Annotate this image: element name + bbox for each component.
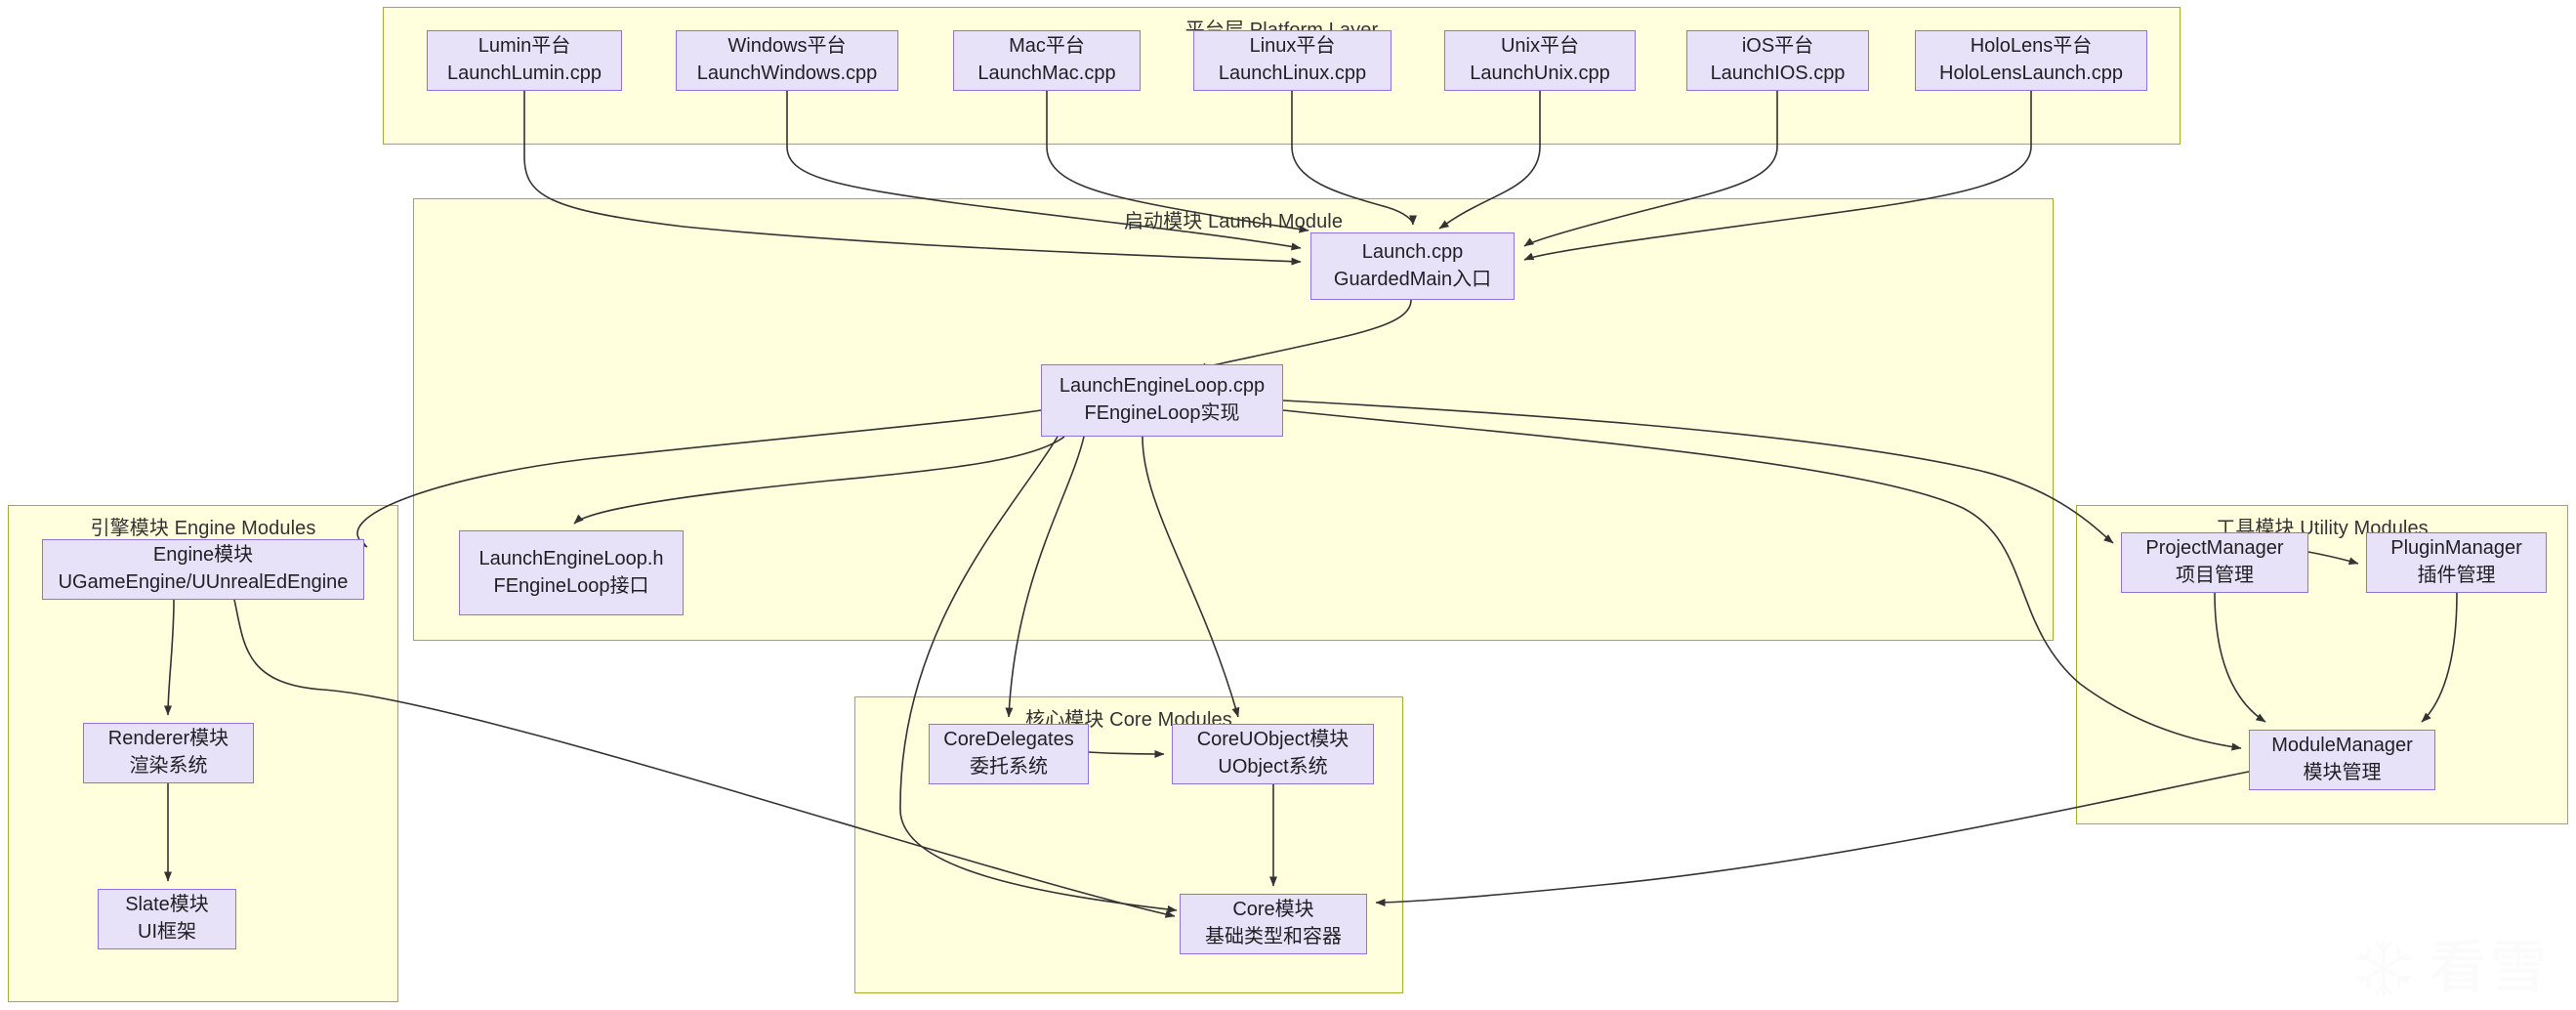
node-label-primary: Launch.cpp (1361, 240, 1464, 263)
node-mac[interactable]: Mac平台 LaunchMac.cpp (953, 30, 1141, 91)
node-label-secondary: LaunchWindows.cpp (696, 63, 878, 84)
node-label-secondary: 基础类型和容器 (1205, 926, 1342, 947)
node-lumin[interactable]: Lumin平台 LaunchLumin.cpp (427, 30, 622, 91)
node-label-primary: PluginManager (2390, 537, 2522, 560)
node-label-secondary: GuardedMain入口 (1333, 268, 1492, 290)
node-slate[interactable]: Slate模块 UI框架 (98, 889, 236, 949)
node-label-secondary: UI框架 (138, 921, 196, 943)
node-label-primary: Slate模块 (125, 894, 209, 916)
node-label-secondary: FEngineLoop接口 (493, 574, 649, 597)
cluster-title-engine: 引擎模块 Engine Modules (90, 518, 316, 539)
node-label-secondary: 插件管理 (2417, 565, 2496, 586)
node-enginemod[interactable]: Engine模块 UGameEngine/UUnrealEdEngine (42, 539, 364, 600)
watermark: 看雪 (2351, 936, 2551, 1000)
cluster-title-launch: 启动模块 Launch Module (1123, 211, 1344, 232)
node-windows[interactable]: Windows平台 LaunchWindows.cpp (676, 30, 898, 91)
node-hololens[interactable]: HoloLens平台 HoloLensLaunch.cpp (1915, 30, 2147, 91)
node-unix[interactable]: Unix平台 LaunchUnix.cpp (1444, 30, 1636, 91)
node-label-primary: Renderer模块 (107, 728, 229, 750)
node-label-secondary: LaunchIOS.cpp (1710, 63, 1846, 84)
node-renderer[interactable]: Renderer模块渲染系统 (83, 723, 254, 783)
node-label-primary: Lumin平台 (478, 35, 571, 58)
node-label-secondary: 渲染系统 (129, 755, 208, 777)
node-coremod[interactable]: Core模块基础类型和容器 (1180, 894, 1367, 954)
node-label-primary: Core模块 (1232, 899, 1314, 921)
node-label-secondary: 项目管理 (2176, 565, 2254, 586)
node-label-primary: CoreDelegates (943, 729, 1074, 751)
node-pluginmanager[interactable]: PluginManager 插件管理 (2366, 532, 2547, 593)
node-label-secondary: LaunchUnix.cpp (1470, 63, 1610, 84)
node-label-secondary: 模块管理 (2303, 762, 2382, 783)
node-label-primary: CoreUObject模块 (1196, 729, 1350, 751)
node-label-secondary: UGameEngine/UUnrealEdEngine (58, 571, 349, 593)
node-label-secondary: FEngineLoop实现 (1084, 402, 1240, 424)
node-label-primary: LaunchEngineLoop.h (478, 547, 664, 569)
node-linux[interactable]: Linux平台 LaunchLinux.cpp (1193, 30, 1392, 91)
node-modulemanager[interactable]: ModuleManager 模块管理 (2249, 730, 2435, 790)
node-label-primary: Windows平台 (727, 35, 847, 58)
node-label-primary: Linux平台 (1249, 35, 1336, 58)
node-label-primary: ProjectManager (2145, 537, 2284, 560)
node-label-primary: iOS平台 (1741, 35, 1814, 58)
node-label-secondary: 委托系统 (970, 756, 1048, 778)
node-label-primary: Unix平台 (1500, 35, 1579, 58)
node-label-secondary: UObject系统 (1218, 756, 1328, 778)
watermark-text: 看雪 (2429, 936, 2551, 999)
node-label-secondary: HoloLensLaunch.cpp (1939, 63, 2123, 84)
node-coredelegates[interactable]: CoreDelegates 委托系统 (929, 724, 1089, 784)
node-projectmanager[interactable]: ProjectManager 项目管理 (2121, 532, 2308, 593)
node-ios[interactable]: iOS平台 LaunchIOS.cpp (1686, 30, 1869, 91)
node-label-primary: HoloLens平台 (1970, 35, 2093, 58)
node-label-primary: Mac平台 (1009, 35, 1085, 58)
node-coreuobject[interactable]: CoreUObject模块 UObject系统 (1172, 724, 1374, 784)
node-label-primary: ModuleManager (2271, 735, 2413, 757)
node-label-primary: LaunchEngineLoop.cpp (1059, 375, 1266, 398)
node-label-primary: Engine模块 (152, 544, 254, 567)
node-label-secondary: LaunchMac.cpp (977, 63, 1116, 84)
snowflake-icon (2351, 936, 2416, 1000)
node-label-secondary: LaunchLumin.cpp (447, 63, 602, 84)
node-label-secondary: LaunchLinux.cpp (1218, 63, 1367, 84)
